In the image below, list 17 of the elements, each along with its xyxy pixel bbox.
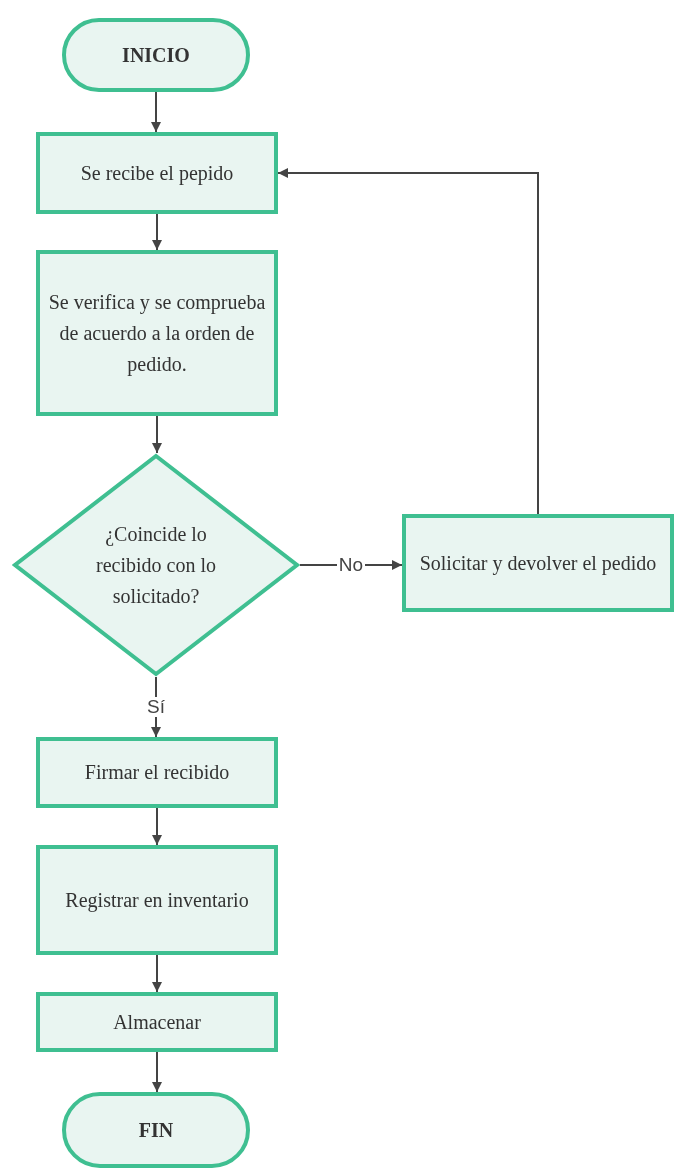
node-text: FIN <box>137 1117 175 1143</box>
node-text: Firmar el recibido <box>83 760 231 785</box>
node-text: Se verifica y se comprueba de acuerdo a la orden de pedido. <box>47 289 267 378</box>
node-text: Almacenar <box>112 1009 202 1035</box>
node-text: Solicitar y devolver el pedido <box>418 550 658 577</box>
node-text: Se recibe el pepido <box>79 160 235 187</box>
process-box <box>36 250 278 416</box>
node-text: Registrar en inventario <box>64 887 250 914</box>
node-text: ¿Coincide lo recibido con lo solicitado? <box>95 521 217 609</box>
process-box <box>402 514 674 612</box>
decision-diamond <box>12 453 300 677</box>
node-text: INICIO <box>121 42 191 68</box>
process-box <box>36 845 278 955</box>
edge-label: Sí <box>145 696 167 718</box>
process-box <box>36 737 278 808</box>
process-box <box>36 992 278 1052</box>
process-box <box>36 132 278 214</box>
